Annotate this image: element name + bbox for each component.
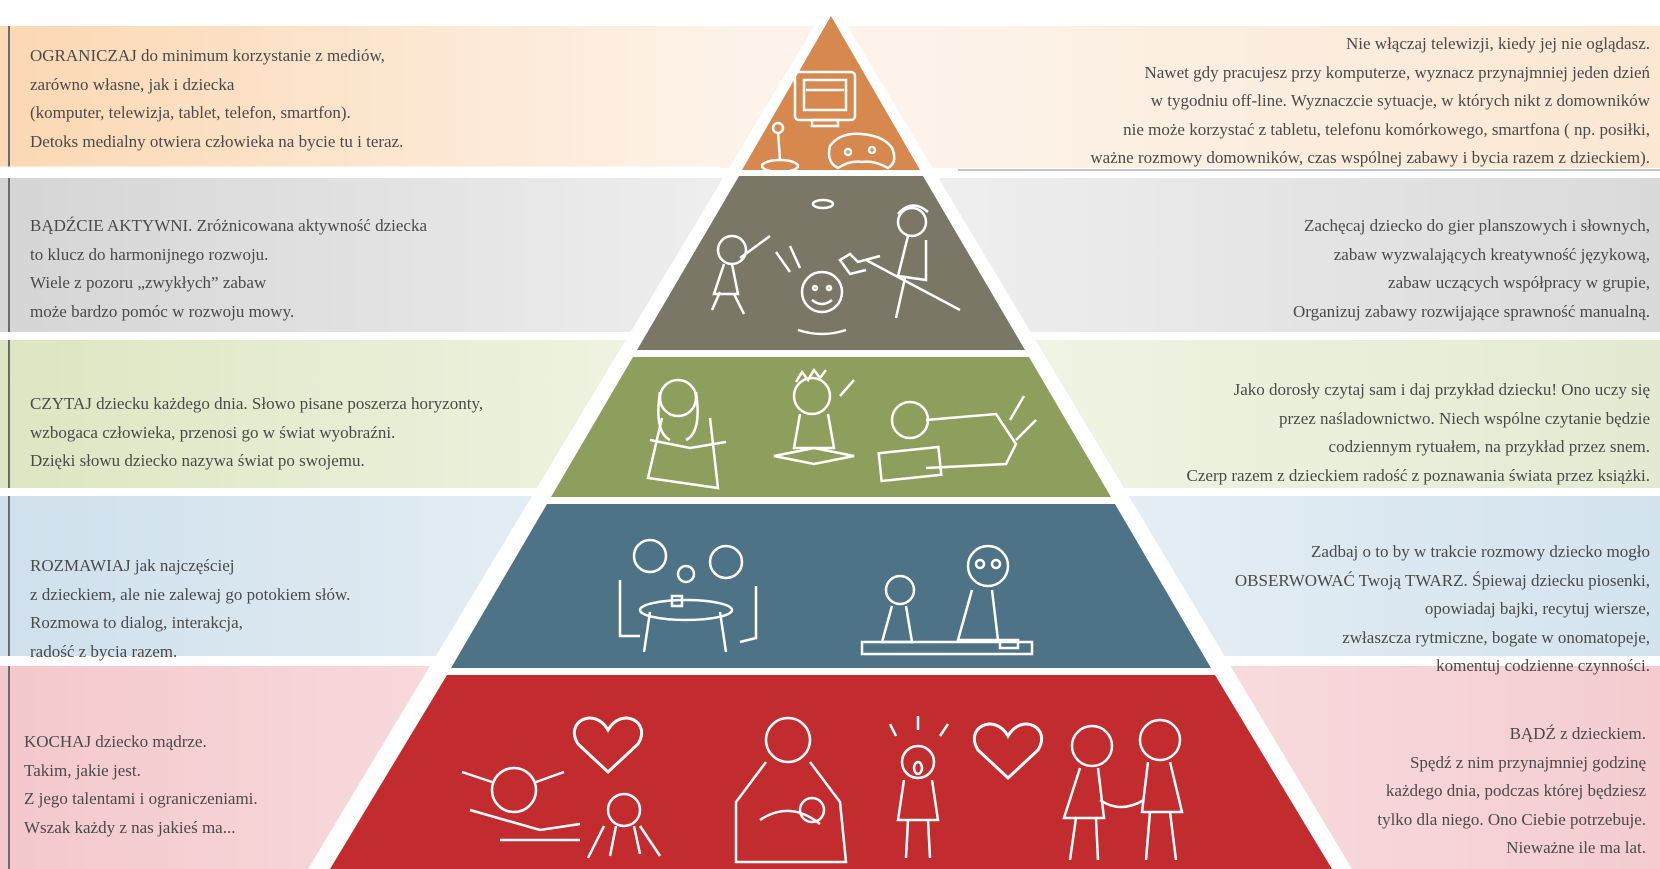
level-1-left-line: (komputer, telewizja, tablet, telefon, s…: [30, 103, 351, 122]
hobby-horse-boy-icon: [838, 204, 961, 319]
level-3-left-line: Dzięki słowu dziecko nazywa świat po swo…: [30, 451, 365, 470]
level-5-left-line: KOCHAJ dziecko mądrze.: [24, 732, 207, 751]
level-4-right-line: opowiadaj bajki, recytuj wiersze,: [1424, 599, 1650, 618]
pyramid-level-talking: [451, 504, 1211, 668]
level-5-right-text: BĄDŹ z dzieckiem. Spędź z nim przynajmni…: [1377, 720, 1646, 863]
level-4-left-line: radość z bycia razem.: [30, 641, 178, 661]
playing-girl-icon: [710, 198, 835, 315]
heart-icon-2: [972, 722, 1044, 781]
level-1-left-text: OGRANICZAJ do minimum korzystanie z medi…: [30, 42, 403, 156]
level-1-right-line: nie może korzystać z tabletu, telefonu k…: [1123, 119, 1650, 139]
drawing-girl-icon: [461, 766, 581, 842]
level-3-left-line: wzbogaca człowieka, przenosi go w świat …: [30, 422, 396, 442]
lying-child-writing-icon: [877, 395, 1037, 483]
level-4-right-text: Zadbaj o to by w trakcie rozmowy dziecko…: [1235, 538, 1650, 681]
level-1-right-line: w tygodniu off-line. Wyznaczcie sytuacje…: [1150, 91, 1650, 110]
level-1-right-text: Nie włączaj telewizji, kiedy jej nie ogl…: [1090, 30, 1650, 173]
level-5-left-line: Takim, jakie jest.: [24, 760, 141, 780]
gamepad-icon: [827, 132, 896, 170]
level-5-right-line: Spędź z nim przynajmniej godzinę: [1409, 752, 1646, 772]
parent-hugging-child-icon: [734, 716, 848, 864]
level-1-left-line: OGRANICZAJ do minimum korzystanie z medi…: [30, 46, 385, 65]
level-2-left-line: Wiele z pozoru „zwykłych” zabaw: [30, 273, 267, 292]
holding-hands-couple-icon: [1062, 718, 1184, 861]
level-2-right-line: zabaw uczących współpracy w grupie,: [1388, 273, 1650, 292]
level-5-right-line: BĄDŹ z dzieckiem.: [1509, 724, 1646, 743]
level-5-left-text: KOCHAJ dziecko mądrze. Takim, jakie jest…: [24, 728, 258, 842]
level-5-right-line: każdego dnia, podczas której będziesz: [1385, 781, 1646, 800]
level-1-left-line: zarówno własne, jak i dziecka: [30, 74, 235, 94]
level-4-right-line: Zadbaj o to by w trakcie rozmowy dziecko…: [1311, 542, 1650, 561]
level-2-right-line: Organizuj zabawy rozwijające sprawność m…: [1292, 301, 1650, 321]
crying-child-icon: [888, 716, 950, 859]
level-5-left-line: Wszak każdy z nas jakieś ma...: [24, 817, 236, 837]
level-1-right-line: ważne rozmowy domowników, czas wspólnej …: [1090, 148, 1650, 167]
adult-child-conversation-icon: [860, 544, 1034, 656]
crawling-baby-icon: [586, 792, 662, 859]
swimming-boy-icon: [774, 245, 847, 336]
level-4-left-line: z dzieckiem, ale nie zalewaj go potokiem…: [30, 584, 351, 604]
pyramid-level-love: [330, 675, 1332, 869]
computer-icon: [793, 70, 857, 128]
level-3-right-line: codziennym rytuałem, na przykład przez s…: [1328, 437, 1650, 456]
level-3-right-text: Jako dorosły czytaj sam i daj przykład d…: [1187, 376, 1650, 490]
level-3-left-line: CZYTAJ dziecku każdego dnia. Słowo pisan…: [30, 394, 484, 413]
pyramid-level-active: [637, 176, 1025, 350]
level-2-left-line: BĄDŹCIE AKTYWNI. Zróżnicowana aktywność …: [30, 216, 428, 235]
level-2-left-line: to klucz do harmonijnego rozwoju.: [30, 244, 269, 264]
level-2-left-text: BĄDŹCIE AKTYWNI. Zróżnicowana aktywność …: [30, 212, 427, 326]
level-3-right-line: Czerp razem z dzieckiem radość z poznawa…: [1186, 465, 1650, 485]
level-3-right-line: przez naśladownictwo. Niech wspólne czyt…: [1278, 408, 1650, 428]
level-5-left-line: Z jego talentami i ograniczeniami.: [24, 789, 258, 808]
level-4-right-line: OBSERWOWAĆ Twoją TWARZ. Śpiewaj dziecku …: [1234, 570, 1650, 590]
level-5-right-line: tylko dla niego. Ono Ciebie potrzebuje.: [1377, 809, 1646, 829]
level-3-right-line: Jako dorosły czytaj sam i daj przykład d…: [1233, 380, 1650, 399]
heart-icon: [572, 716, 644, 775]
pyramid-level-media: [742, 16, 920, 170]
joystick-icon: [760, 121, 800, 174]
level-4-left-line: Rozmowa to dialog, interakcja,: [30, 613, 243, 632]
reading-girl-icon: [646, 378, 727, 490]
level-2-right-text: Zachęcaj dziecko do gier planszowych i s…: [1293, 212, 1650, 326]
tea-party-children-icon: [618, 538, 758, 653]
level-1-right-line: Nie włączaj telewizji, kiedy jej nie ogl…: [1346, 34, 1650, 53]
level-2-right-line: zabaw wyzwalających kreatywność językową…: [1333, 244, 1650, 264]
level-4-left-line: ROZMAWIAJ jak najczęściej: [30, 556, 235, 575]
level-3-left-text: CZYTAJ dziecku każdego dnia. Słowo pisan…: [30, 390, 483, 476]
level-1-left-line: Detoks medialny otwiera człowieka na byc…: [30, 131, 404, 151]
level-1-right-line: Nawet gdy pracujesz przy komputerze, wyz…: [1144, 62, 1650, 82]
level-2-right-line: Zachęcaj dziecko do gier planszowych i s…: [1303, 216, 1650, 235]
level-4-right-line: zwłaszcza rytmiczne, bogate w onomatopej…: [1342, 627, 1650, 647]
level-5-right-line: Nieważne ile ma lat.: [1506, 838, 1646, 857]
level-4-right-line: komentuj codzienne czynności.: [1436, 656, 1650, 675]
sitting-boy-book-icon: [773, 367, 855, 466]
level-4-left-text: ROZMAWIAJ jak najczęściej z dzieckiem, a…: [30, 552, 350, 666]
level-2-left-line: może bardzo pomóc w rozwoju mowy.: [30, 301, 295, 321]
